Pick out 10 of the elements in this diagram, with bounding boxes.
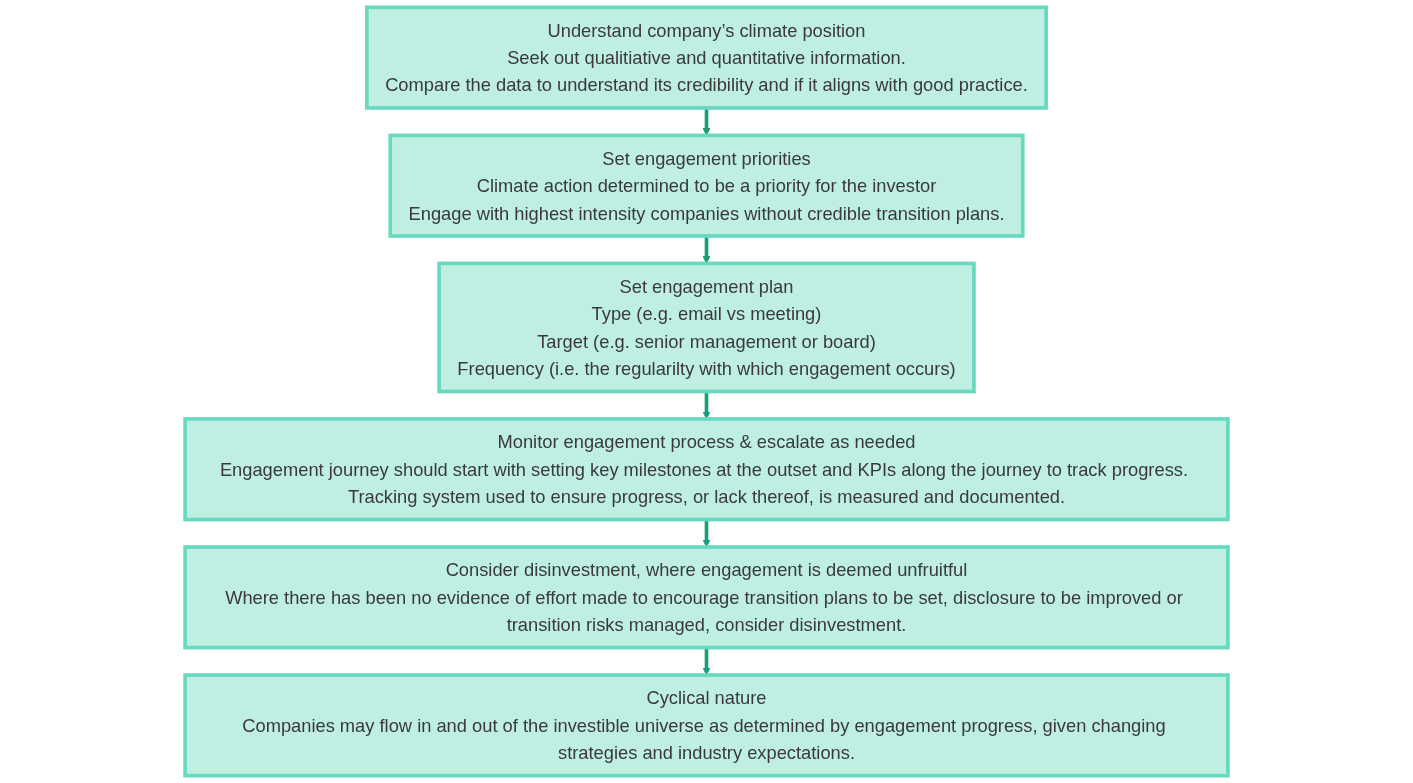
arrow [702, 107, 711, 136]
node-box: Monitor engagement process & escalate as needed Engagement journey should start with setting key milestones at the outset and KPIs along the journey to track progress. Tracking system used to ensure progress, or lack thereof, is measured and documented. [183, 417, 1230, 522]
arrow [702, 519, 711, 548]
node-box: Set engagement priorities Climate action determined to be a priority for the investor Engage with highest intensity companies without credible transition plans. [388, 133, 1025, 238]
node-box: Understand company’s climate position Seek out qualitiative and quantitative information. Compare the data to understand its credibility and if it aligns with good practice. [365, 5, 1048, 110]
arrow [702, 647, 711, 676]
arrow [702, 236, 711, 264]
node-box: Consider disinvestment, where engagement is deemed unfruitful Where there has been no evidence of effort made to encourage transition plans to be set, disclosure to be improved or transition risks managed, consider disinvestment. [183, 545, 1230, 650]
node-box: Set engagement plan Type (e.g. email vs meeting) Target (e.g. senior management or board) Frequency (i.e. the regularilty with which engagement occurs) [437, 261, 976, 394]
node-box: Cyclical nature Companies may flow in and out of the investible universe as determined by engagement progress, given changing strategies and industry expectations. [183, 673, 1230, 778]
